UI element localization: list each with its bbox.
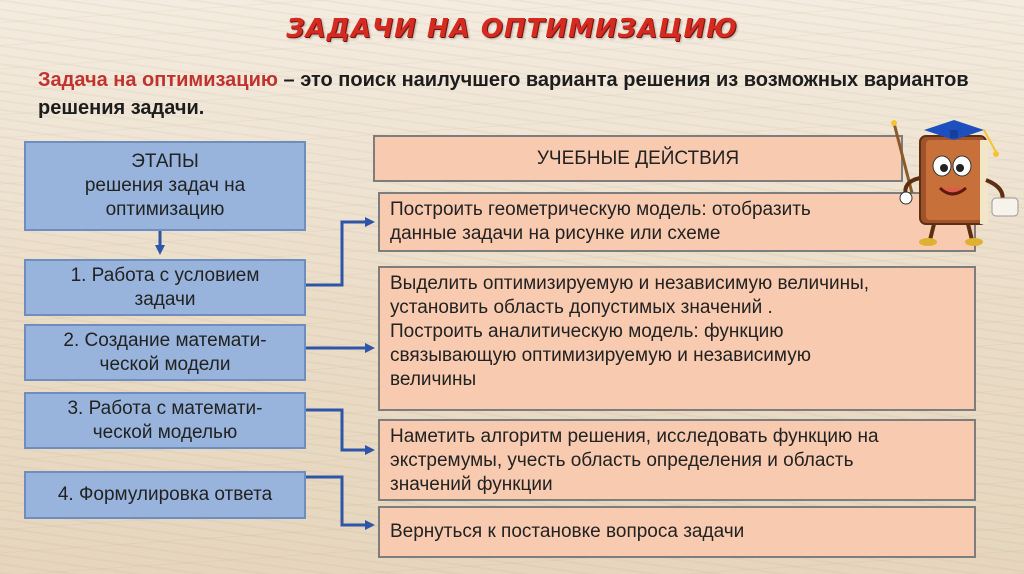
action-4-line1: Вернуться к постановке вопроса задачи: [390, 520, 744, 544]
stage-1-line1: 1. Работа с условием: [71, 264, 260, 288]
stage-4-line1: 4. Формулировка ответа: [58, 483, 272, 507]
action-2: Выделить оптимизируемую и независимую ве…: [378, 266, 976, 411]
action-2-line1: Выделить оптимизируемую и независимую ве…: [390, 272, 869, 296]
stage-3-line1: 3. Работа с математи-: [67, 397, 262, 421]
action-3: Наметить алгоритм решения, исследовать ф…: [378, 419, 976, 501]
stages-header: ЭТАПЫ решения задач на оптимизацию: [24, 141, 306, 231]
stage-3-line2: ческой моделью: [93, 421, 237, 445]
stage-2-line1: 2. Создание математи-: [63, 329, 266, 353]
action-2-line4: связывающую оптимизируемую и независимую: [390, 344, 811, 368]
stages-header-line3: оптимизацию: [106, 198, 225, 222]
arrow-stage4-to-action4: [306, 477, 371, 525]
arrow-stage1-to-action1: [306, 222, 371, 285]
action-2-line3: Построить аналитическую модель: функцию: [390, 320, 783, 344]
definition-text: Задача на оптимизацию – это поиск наилуч…: [38, 66, 998, 122]
stage-1-line2: задачи: [134, 288, 195, 312]
action-2-line5: величины: [390, 368, 476, 392]
action-1-line1: Построить геометрическую модель: отобраз…: [390, 198, 811, 222]
book-mascot-icon: [884, 118, 1020, 248]
stage-3: 3. Работа с математи- ческой моделью: [24, 392, 306, 449]
action-3-line3: значений функции: [390, 473, 553, 497]
action-3-line1: Наметить алгоритм решения, исследовать ф…: [390, 425, 879, 449]
stage-1: 1. Работа с условием задачи: [24, 259, 306, 316]
stage-2: 2. Создание математи- ческой модели: [24, 324, 306, 381]
action-4: Вернуться к постановке вопроса задачи: [378, 506, 976, 558]
stages-header-line2: решения задач на: [85, 174, 245, 198]
stage-2-line2: ческой модели: [100, 353, 231, 377]
action-1-line2: данные задачи на рисунке или схеме: [390, 222, 720, 246]
slide-title: ЗАДАЧИ НА ОПТИМИЗАЦИЮ: [0, 14, 1024, 44]
arrow-stage3-to-action3: [306, 410, 371, 450]
definition-term: Задача на оптимизацию: [38, 69, 278, 91]
action-3-line2: экстремумы, учесть область определения и…: [390, 449, 854, 473]
stages-header-line1: ЭТАПЫ: [131, 150, 199, 174]
action-2-line2: установить область допустимых значений .: [390, 296, 773, 320]
actions-header-label: УЧЕБНЫЕ ДЕЙСТВИЯ: [537, 147, 739, 171]
actions-header: УЧЕБНЫЕ ДЕЙСТВИЯ: [373, 135, 903, 182]
stage-4: 4. Формулировка ответа: [24, 471, 306, 519]
